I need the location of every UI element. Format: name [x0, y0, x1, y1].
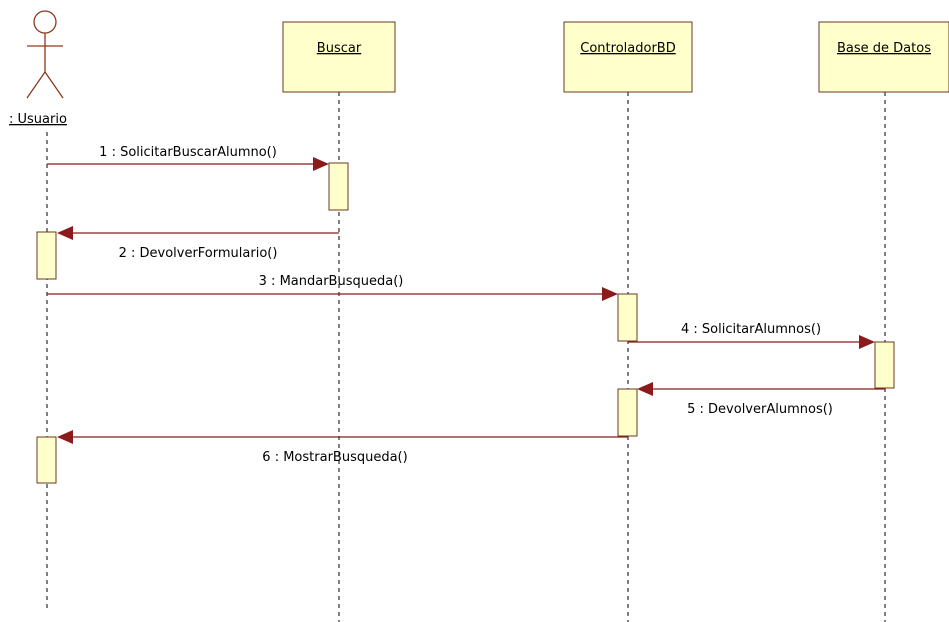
object-box-buscar — [282, 21, 396, 93]
actor-label: : Usuario — [9, 112, 67, 127]
message-5: 5 : DevolverAlumnos() — [637, 382, 885, 417]
activation-usuario-2 — [36, 436, 57, 484]
activation-buscar — [328, 162, 349, 211]
message-6: 6 : MostrarBusqueda() — [57, 430, 628, 465]
actor-figure — [26, 10, 64, 99]
message-2-arrowhead — [57, 226, 73, 240]
object-label-buscar: Buscar — [317, 41, 362, 56]
message-1-label: 1 : SolicitarBuscarAlumno() — [99, 145, 277, 160]
message-6-arrowhead — [57, 430, 73, 444]
activation-base-de-datos — [874, 341, 895, 389]
actor-head — [33, 10, 57, 34]
message-4: 4 : SolicitarAlumnos() — [628, 322, 875, 349]
message-4-label: 4 : SolicitarAlumnos() — [681, 322, 821, 337]
message-2: 2 : DevolverFormulario() — [57, 226, 339, 261]
actor-left-leg — [26, 71, 46, 99]
message-6-label: 6 : MostrarBusqueda() — [262, 450, 407, 465]
activation-usuario-1 — [36, 231, 57, 280]
activation-controladorbd-1 — [617, 293, 638, 342]
object-label-controladorbd: ControladorBD — [580, 41, 675, 56]
object-controladorbd: ControladorBD — [563, 21, 693, 93]
message-3: 3 : MandarBusqueda() — [47, 274, 618, 301]
message-5-label: 5 : DevolverAlumnos() — [687, 402, 833, 417]
object-buscar: Buscar — [282, 21, 396, 93]
activation-controladorbd-2 — [617, 388, 638, 437]
message-1-arrowhead — [313, 157, 329, 171]
message-4-arrowhead — [859, 335, 875, 349]
message-3-label: 3 : MandarBusqueda() — [259, 274, 404, 289]
message-1: 1 : SolicitarBuscarAlumno() — [47, 145, 329, 171]
object-label-base-de-datos: Base de Datos — [837, 41, 931, 56]
object-base-de-datos: Base de Datos — [818, 21, 949, 93]
message-2-label: 2 : DevolverFormulario() — [119, 246, 278, 261]
message-5-arrowhead — [637, 382, 653, 396]
actor-right-leg — [44, 71, 64, 99]
message-3-arrowhead — [602, 287, 618, 301]
object-box-base-de-datos — [818, 21, 949, 93]
object-box-controladorbd — [563, 21, 693, 93]
